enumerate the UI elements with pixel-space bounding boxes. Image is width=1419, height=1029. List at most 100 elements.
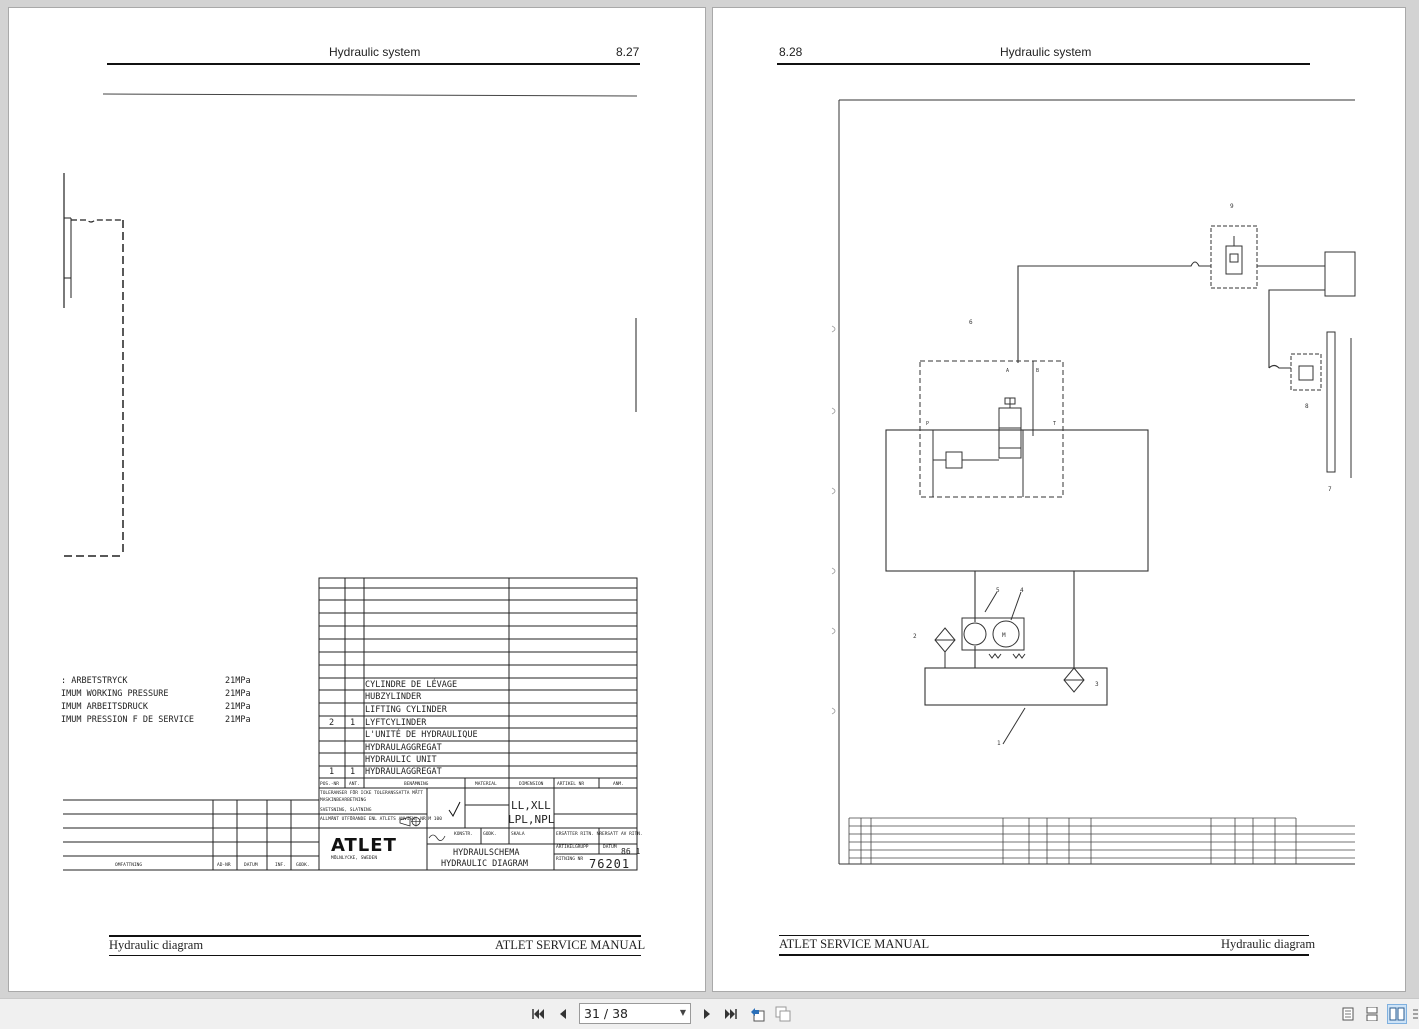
tb-skala: SKALA — [511, 831, 525, 837]
rev-col-godk: GODK. — [296, 862, 310, 868]
parts-qty-4: 1 — [350, 718, 355, 728]
parts-name-2: HUBZYLINDER — [365, 692, 422, 702]
continuous-two-page-view-button[interactable] — [1410, 1004, 1419, 1024]
page-number-input[interactable]: 31 / 38 ▼ — [579, 1003, 691, 1024]
page-header-title: Hydraulic system — [329, 45, 421, 59]
tank-leader — [1002, 707, 1026, 745]
parts-name-7: HYDRAULIC UNIT — [365, 755, 437, 765]
first-page-icon — [532, 1009, 544, 1019]
comp-num-4: 4 — [1020, 587, 1024, 594]
parts-qty-8: 1 — [350, 767, 355, 777]
hydraulic-schematic: A B P T — [831, 99, 1356, 865]
parts-name-4: LYFTCYLINDER — [365, 718, 427, 728]
drawing-title-en: HYDRAULIC DIAGRAM — [441, 859, 528, 869]
page-header-title: Hydraulic system — [1000, 45, 1092, 59]
schematic-title-strip — [848, 817, 1355, 864]
rev-col-datum: DATUM — [244, 862, 258, 868]
drawing-title-sv: HYDRAULSCHEMA — [453, 848, 520, 858]
pressure-value-1: 21MPa — [225, 676, 251, 686]
valve-block — [919, 360, 1064, 498]
next-page-button[interactable] — [697, 1004, 717, 1024]
tb-col-material: MATERIAL — [475, 781, 497, 787]
tb-col-name: BENÄMNING — [404, 780, 429, 787]
parts-name-8: HYDRAULAGGREGAT — [365, 767, 442, 777]
tb-datum-label: DATUM — [603, 844, 617, 850]
projection-symbol-icon — [399, 816, 421, 827]
two-page-view-button[interactable] — [1387, 1004, 1407, 1024]
go-back-view-button[interactable] — [747, 1004, 767, 1024]
tb-godk: GODK. — [483, 831, 497, 837]
first-page-button[interactable] — [528, 1004, 548, 1024]
parts-pos-4: 2 — [329, 718, 334, 728]
tb-col-note: ANM. — [613, 781, 624, 787]
pressure-value-2: 21MPa — [225, 689, 251, 699]
tb-ersatter: ERSÄTTER RITN. NR — [556, 830, 602, 837]
tb-tol-machining: MASKINBEARBETNING — [320, 797, 366, 803]
back-view-icon — [751, 1008, 765, 1022]
single-page-view-button[interactable] — [1338, 1004, 1358, 1024]
tb-col-qty: ANT. — [349, 781, 360, 787]
single-page-icon — [1342, 1007, 1354, 1021]
tb-col-pos: POS.-NR — [320, 781, 339, 787]
tb-col-dimension: DIMENSION — [519, 781, 544, 787]
control-valve — [932, 361, 1034, 497]
hydraulic-lines — [885, 261, 1325, 706]
page-number: 8.28 — [779, 45, 803, 59]
port-label-a: A — [1006, 368, 1009, 374]
total-pages: 38 — [612, 1006, 628, 1021]
hydraulic-drawing-left: : ARBETSTRYCK 21MPa IMUM WORKING PRESSUR… — [61, 93, 643, 871]
footer-right: ATLET SERVICE MANUAL — [495, 938, 646, 952]
next-page-icon — [704, 1009, 710, 1019]
signature-mark — [428, 834, 446, 841]
motor-label: M — [1002, 632, 1006, 639]
continuous-view-button[interactable] — [1362, 1004, 1382, 1024]
go-forward-view-button[interactable] — [773, 1004, 793, 1024]
comp-num-1: 1 — [997, 740, 1001, 747]
comp-num-8: 8 — [1305, 403, 1309, 410]
port-label-t: T — [1053, 421, 1056, 427]
parts-name-6: HYDRAULAGGREGAT — [365, 743, 442, 753]
filter-component-2 — [934, 627, 956, 668]
footer-right: Hydraulic diagram — [1221, 937, 1316, 951]
previous-page-button[interactable] — [553, 1004, 573, 1024]
rev-col-ad: AD-NR — [217, 862, 231, 868]
pressure-label-1: : ARBETSTRYCK — [61, 676, 128, 686]
footer-rule-bottom — [109, 955, 641, 956]
header-rule — [107, 63, 640, 65]
last-page-button[interactable] — [721, 1004, 741, 1024]
filter-component-3 — [1063, 667, 1085, 693]
page-separator: / — [603, 1006, 609, 1021]
tb-ersatt: ERSATT AV RITN. — [602, 831, 643, 837]
pressure-label-4: IMUM PRESSION F DE SERVICE — [61, 715, 194, 725]
continuous-page-icon — [1366, 1007, 1378, 1021]
header-rule — [777, 63, 1310, 65]
atlet-city: MÖLNLYCKE, SWEDEN — [331, 854, 377, 861]
footer-left: ATLET SERVICE MANUAL — [779, 937, 930, 951]
comp-num-3: 3 — [1095, 681, 1099, 688]
pressure-label-2: IMUM WORKING PRESSURE — [61, 689, 168, 699]
drawing-number: 76201 — [589, 857, 630, 871]
footer-left: Hydraulic diagram — [109, 938, 204, 952]
tb-tol-welding: SVETSNING, SLATNING — [320, 807, 372, 813]
tb-konstr: KONSTR. — [454, 831, 473, 837]
footer-rule-bottom — [779, 954, 1309, 956]
footer-rule-top — [779, 935, 1309, 936]
two-page-icon — [1389, 1007, 1405, 1021]
parts-name-5: L'UNITÉ DE HYDRAULIQUE — [365, 728, 478, 740]
tb-tolerance: TOLERANSER FÖR ICKE TOLERANSSATTA MÅTT — [320, 789, 423, 796]
rev-col-scope: OMFATTNING — [115, 862, 142, 868]
parts-name-3: LIFTING CYLINDER — [365, 705, 448, 715]
comp-num-7: 7 — [1328, 486, 1332, 493]
continuous-two-page-icon — [1413, 1009, 1418, 1019]
tb-ritning-label: RITNING NR — [556, 856, 583, 862]
page-right: 8.28 Hydraulic system — [712, 7, 1406, 992]
comp-num-6: 6 — [969, 319, 973, 326]
tb-col-article: ARTIKEL NR — [557, 781, 584, 787]
tb-general: ALLMÄNT UTFÖRANDE ENL ATLETS ANVISN. NR … — [320, 815, 442, 822]
dropdown-caret-icon: ▼ — [679, 1008, 686, 1017]
pump-motor-unit — [961, 591, 1026, 659]
page-left: Hydraulic system 8.27 : ARBETSTRYCK 21MP… — [8, 7, 706, 992]
forward-view-icon — [775, 1006, 791, 1022]
drawing-date: 86 1 — [621, 847, 640, 856]
parts-pos-8: 1 — [329, 767, 334, 777]
